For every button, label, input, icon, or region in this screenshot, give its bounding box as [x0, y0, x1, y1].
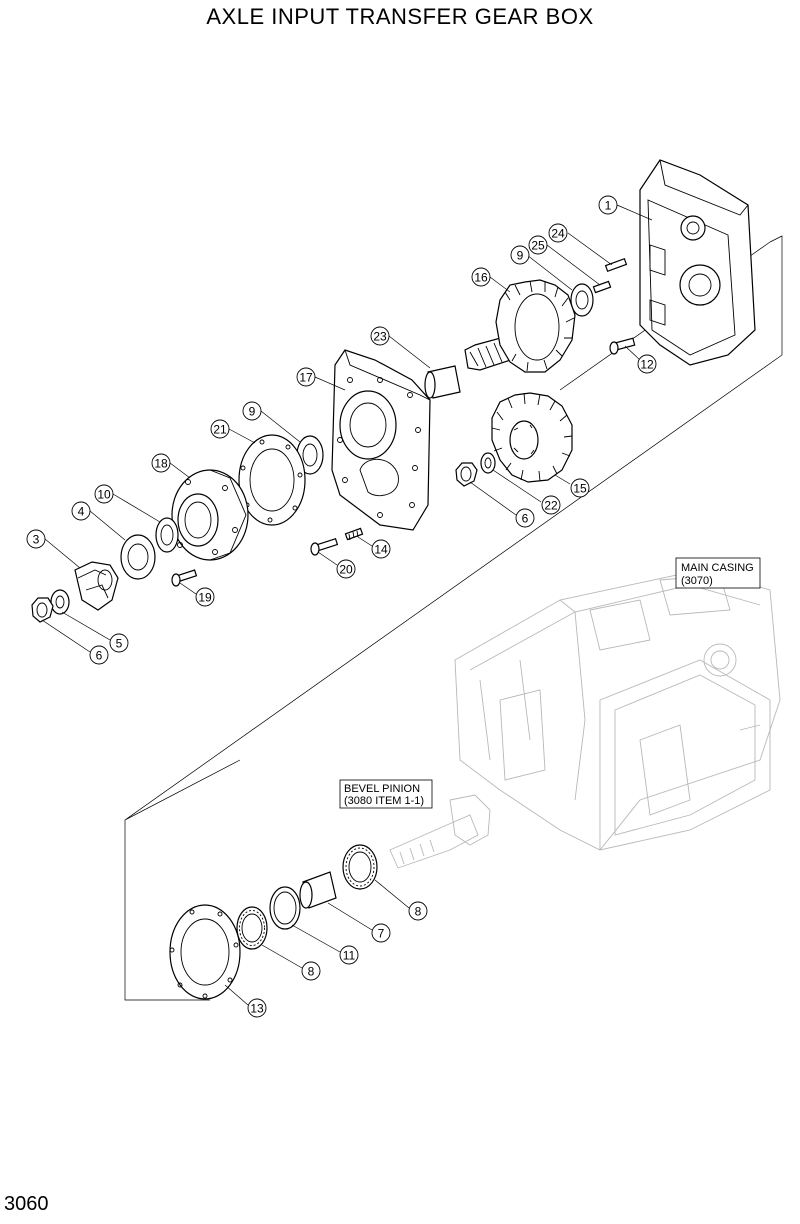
seal-part-10	[155, 517, 179, 553]
nut-part-6-left	[31, 597, 54, 623]
washer-part-5	[50, 589, 70, 615]
bushing-part-7	[299, 871, 337, 909]
callout-label: 14	[374, 543, 388, 557]
callout-label: 3	[33, 533, 40, 547]
bevel-pinion-shaft	[389, 794, 491, 869]
callout-11: 11	[339, 945, 359, 965]
diagram-title: AXLE INPUT TRANSFER GEAR BOX	[206, 4, 594, 29]
callout-label: 22	[544, 499, 558, 513]
callout-6-left: 6	[89, 645, 109, 665]
bolt-part-19	[171, 569, 198, 587]
dowel-pins-24-25	[592, 257, 628, 294]
reference-bevel-pinion: BEVEL PINION (3080 ITEM 1-1)	[339, 779, 433, 809]
callout-12: 12	[637, 354, 657, 374]
page-number: 3060	[4, 1193, 49, 1215]
reference-line1: BEVEL PINION	[344, 783, 420, 795]
leader-lines	[41, 204, 653, 1006]
callout-14: 14	[371, 539, 391, 559]
bearing-housing-part-18	[171, 469, 249, 561]
nut-part-6-right	[455, 462, 478, 487]
stud-part-14	[344, 527, 364, 541]
callout-label: 9	[517, 249, 524, 263]
callout-label: 11	[343, 949, 356, 963]
callout-3: 3	[26, 529, 46, 549]
callout-label: 6	[522, 512, 529, 526]
callout-13: 13	[247, 998, 267, 1018]
callout-8-upper: 8	[408, 901, 428, 921]
callout-19: 19	[195, 587, 215, 607]
housing-cover-part-1	[639, 159, 756, 366]
callout-label: 13	[250, 1002, 264, 1016]
callout-7: 7	[371, 923, 391, 943]
callout-label: 18	[154, 457, 168, 471]
gear-part-15	[491, 392, 573, 483]
main-casing-ghost	[454, 569, 781, 851]
callout-21: 21	[210, 419, 230, 439]
callout-label: 15	[573, 482, 587, 496]
callout-label: 17	[299, 371, 313, 385]
bolt-part-12	[609, 337, 636, 355]
callout-16: 16	[471, 267, 491, 287]
callout-15: 15	[570, 478, 590, 498]
cover-plate-part-17	[331, 349, 431, 531]
bolt-part-20	[310, 537, 339, 556]
callout-label: 24	[551, 227, 565, 241]
callout-24: 24	[548, 223, 568, 243]
gasket-part-21	[238, 434, 306, 526]
callout-25: 25	[528, 235, 548, 255]
callout-label: 20	[339, 563, 353, 577]
callout-label: 9	[249, 405, 256, 419]
callout-1: 1	[598, 195, 618, 215]
callout-label: 8	[308, 965, 315, 979]
callout-label: 7	[378, 927, 385, 941]
callout-label: 19	[198, 591, 212, 605]
yoke-part-3	[74, 561, 119, 611]
bearing-part-4	[120, 534, 156, 580]
callout-label: 12	[640, 358, 654, 372]
callout-bubbles: 1 24 25 9 16 12 23 17 9 21 18 10 4 3 15 …	[26, 195, 657, 1018]
ring-part-11	[269, 886, 301, 930]
callout-20: 20	[336, 559, 356, 579]
bushing-part-23	[424, 365, 461, 399]
callout-label: 21	[213, 423, 227, 437]
washer-part-22	[480, 452, 496, 474]
callout-10: 10	[94, 484, 114, 504]
callout-label: 23	[373, 330, 387, 344]
callout-label: 5	[116, 637, 123, 651]
callout-label: 8	[415, 905, 422, 919]
reference-line1: MAIN CASING	[681, 562, 754, 574]
bearing-part-9-upper	[570, 283, 594, 317]
callout-label: 16	[474, 271, 488, 285]
callout-23: 23	[370, 326, 390, 346]
callout-4: 4	[71, 501, 91, 521]
callout-18: 18	[151, 453, 171, 473]
reference-line2: (3070)	[681, 575, 713, 587]
callout-9-lower: 9	[242, 401, 262, 421]
gasket-part-13	[169, 904, 241, 1000]
callout-label: 6	[96, 649, 103, 663]
callout-label: 10	[97, 488, 111, 502]
bearing-part-8-upper	[342, 844, 378, 890]
callout-17: 17	[296, 367, 316, 387]
bearing-part-8-lower	[236, 906, 268, 950]
callout-label: 4	[78, 505, 85, 519]
reference-line2: (3080 ITEM 1-1)	[344, 795, 424, 807]
reference-main-casing: MAIN CASING (3070)	[675, 557, 761, 589]
callout-6-right: 6	[515, 508, 535, 528]
callout-label: 1	[605, 199, 612, 213]
callout-label: 25	[531, 239, 545, 253]
callout-8-lower: 8	[301, 961, 321, 981]
callout-9-upper: 9	[510, 245, 530, 265]
callout-22: 22	[541, 495, 561, 515]
gear-shaft-part-16	[464, 279, 576, 373]
callout-5: 5	[109, 633, 129, 653]
